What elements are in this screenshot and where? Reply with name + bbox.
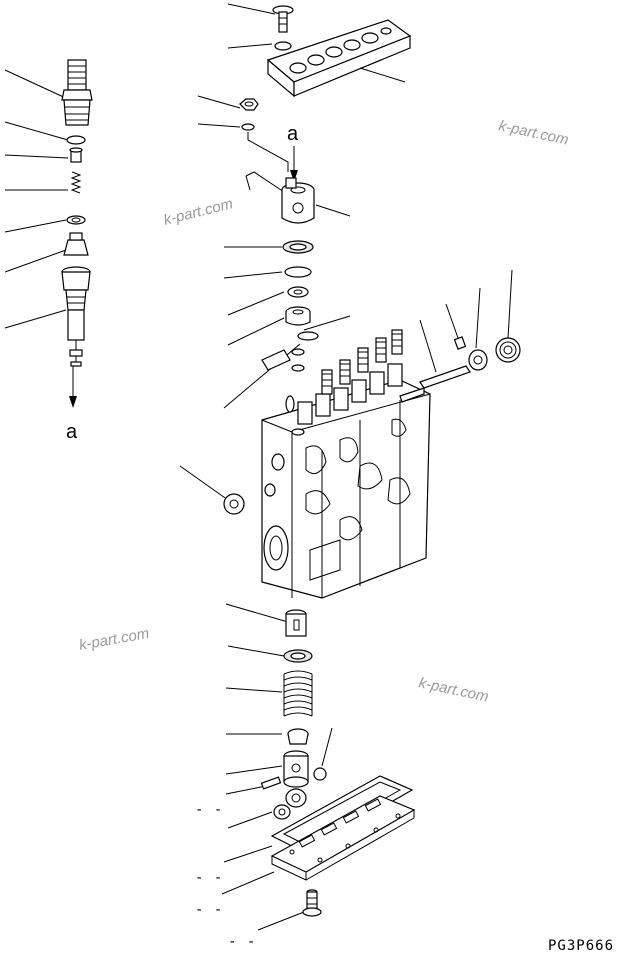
right-side-parts [399,269,521,403]
seal-ring-parts [223,240,351,409]
ref-label-left: a [66,421,78,443]
dash-marks: - - - - - - - - [195,802,256,950]
watermark-3: k-part.com [78,625,151,654]
dash-mark-1: - - [195,802,223,818]
plate-holes [289,798,401,863]
drawing-code: PG3P666 [548,938,614,954]
dash-mark-3: - - [195,902,223,918]
watermark-2: k-part.com [162,195,235,229]
dash-mark-4: - - [228,934,256,950]
lower-stack-parts [225,603,333,829]
left-column-parts: a [4,59,93,443]
valve-housing-parts: a [197,95,351,224]
side-plug [179,465,245,515]
dash-mark-2: - - [195,870,223,886]
watermark-4: k-part.com [417,674,490,705]
bottom-cover-parts [221,775,416,931]
delivery-holders [285,329,403,436]
top-cover-parts [227,3,412,98]
pump-housing [261,329,431,599]
ref-label-top: a [287,123,299,145]
watermark-1: k-part.com [497,117,570,148]
